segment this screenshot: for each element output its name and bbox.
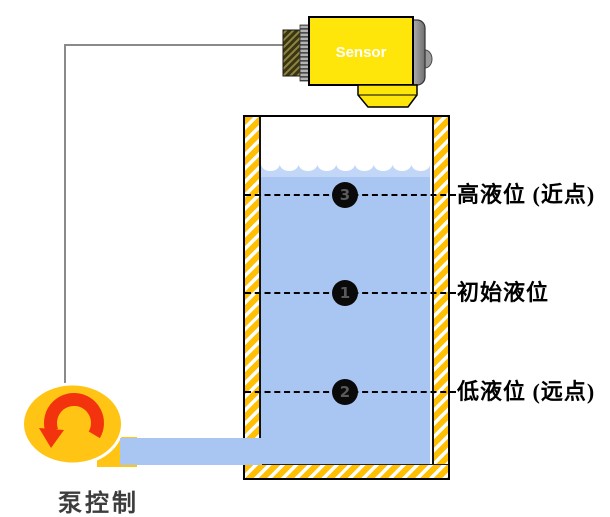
sensor-cable-gland-icon [282, 29, 301, 77]
level-label-low: 低液位 (远点) [457, 379, 596, 404]
tank-left-wall [245, 117, 261, 478]
level-label-high: 高液位 (近点) [457, 182, 596, 207]
level-marker-initial-number: 1 [339, 284, 351, 302]
sensor-label: Sensor [336, 44, 387, 61]
tank [243, 115, 450, 480]
tank-right-wall [432, 117, 448, 478]
pump-rotation-arrow-icon [39, 393, 104, 448]
tank-bottom-wall [245, 464, 448, 478]
inlet-pipe [120, 438, 262, 465]
pump-body [21, 382, 124, 466]
sensor-body [308, 16, 414, 86]
level-marker-high: 3 [332, 182, 358, 208]
sensor-device: Sensor [282, 16, 433, 108]
level-marker-high-number: 3 [339, 186, 351, 204]
tank-water [261, 175, 430, 465]
level-label-initial: 初始液位 [457, 280, 550, 305]
sensor-nozzle [357, 84, 418, 108]
pump-label: 泵控制 [58, 491, 139, 517]
sensor-cable-vertical [64, 44, 66, 394]
level-marker-low-number: 2 [339, 383, 351, 401]
sensor-cable-horizontal [64, 44, 284, 46]
level-marker-low: 2 [332, 379, 358, 405]
water-surface-waves [261, 164, 430, 177]
level-marker-initial: 1 [332, 280, 358, 306]
